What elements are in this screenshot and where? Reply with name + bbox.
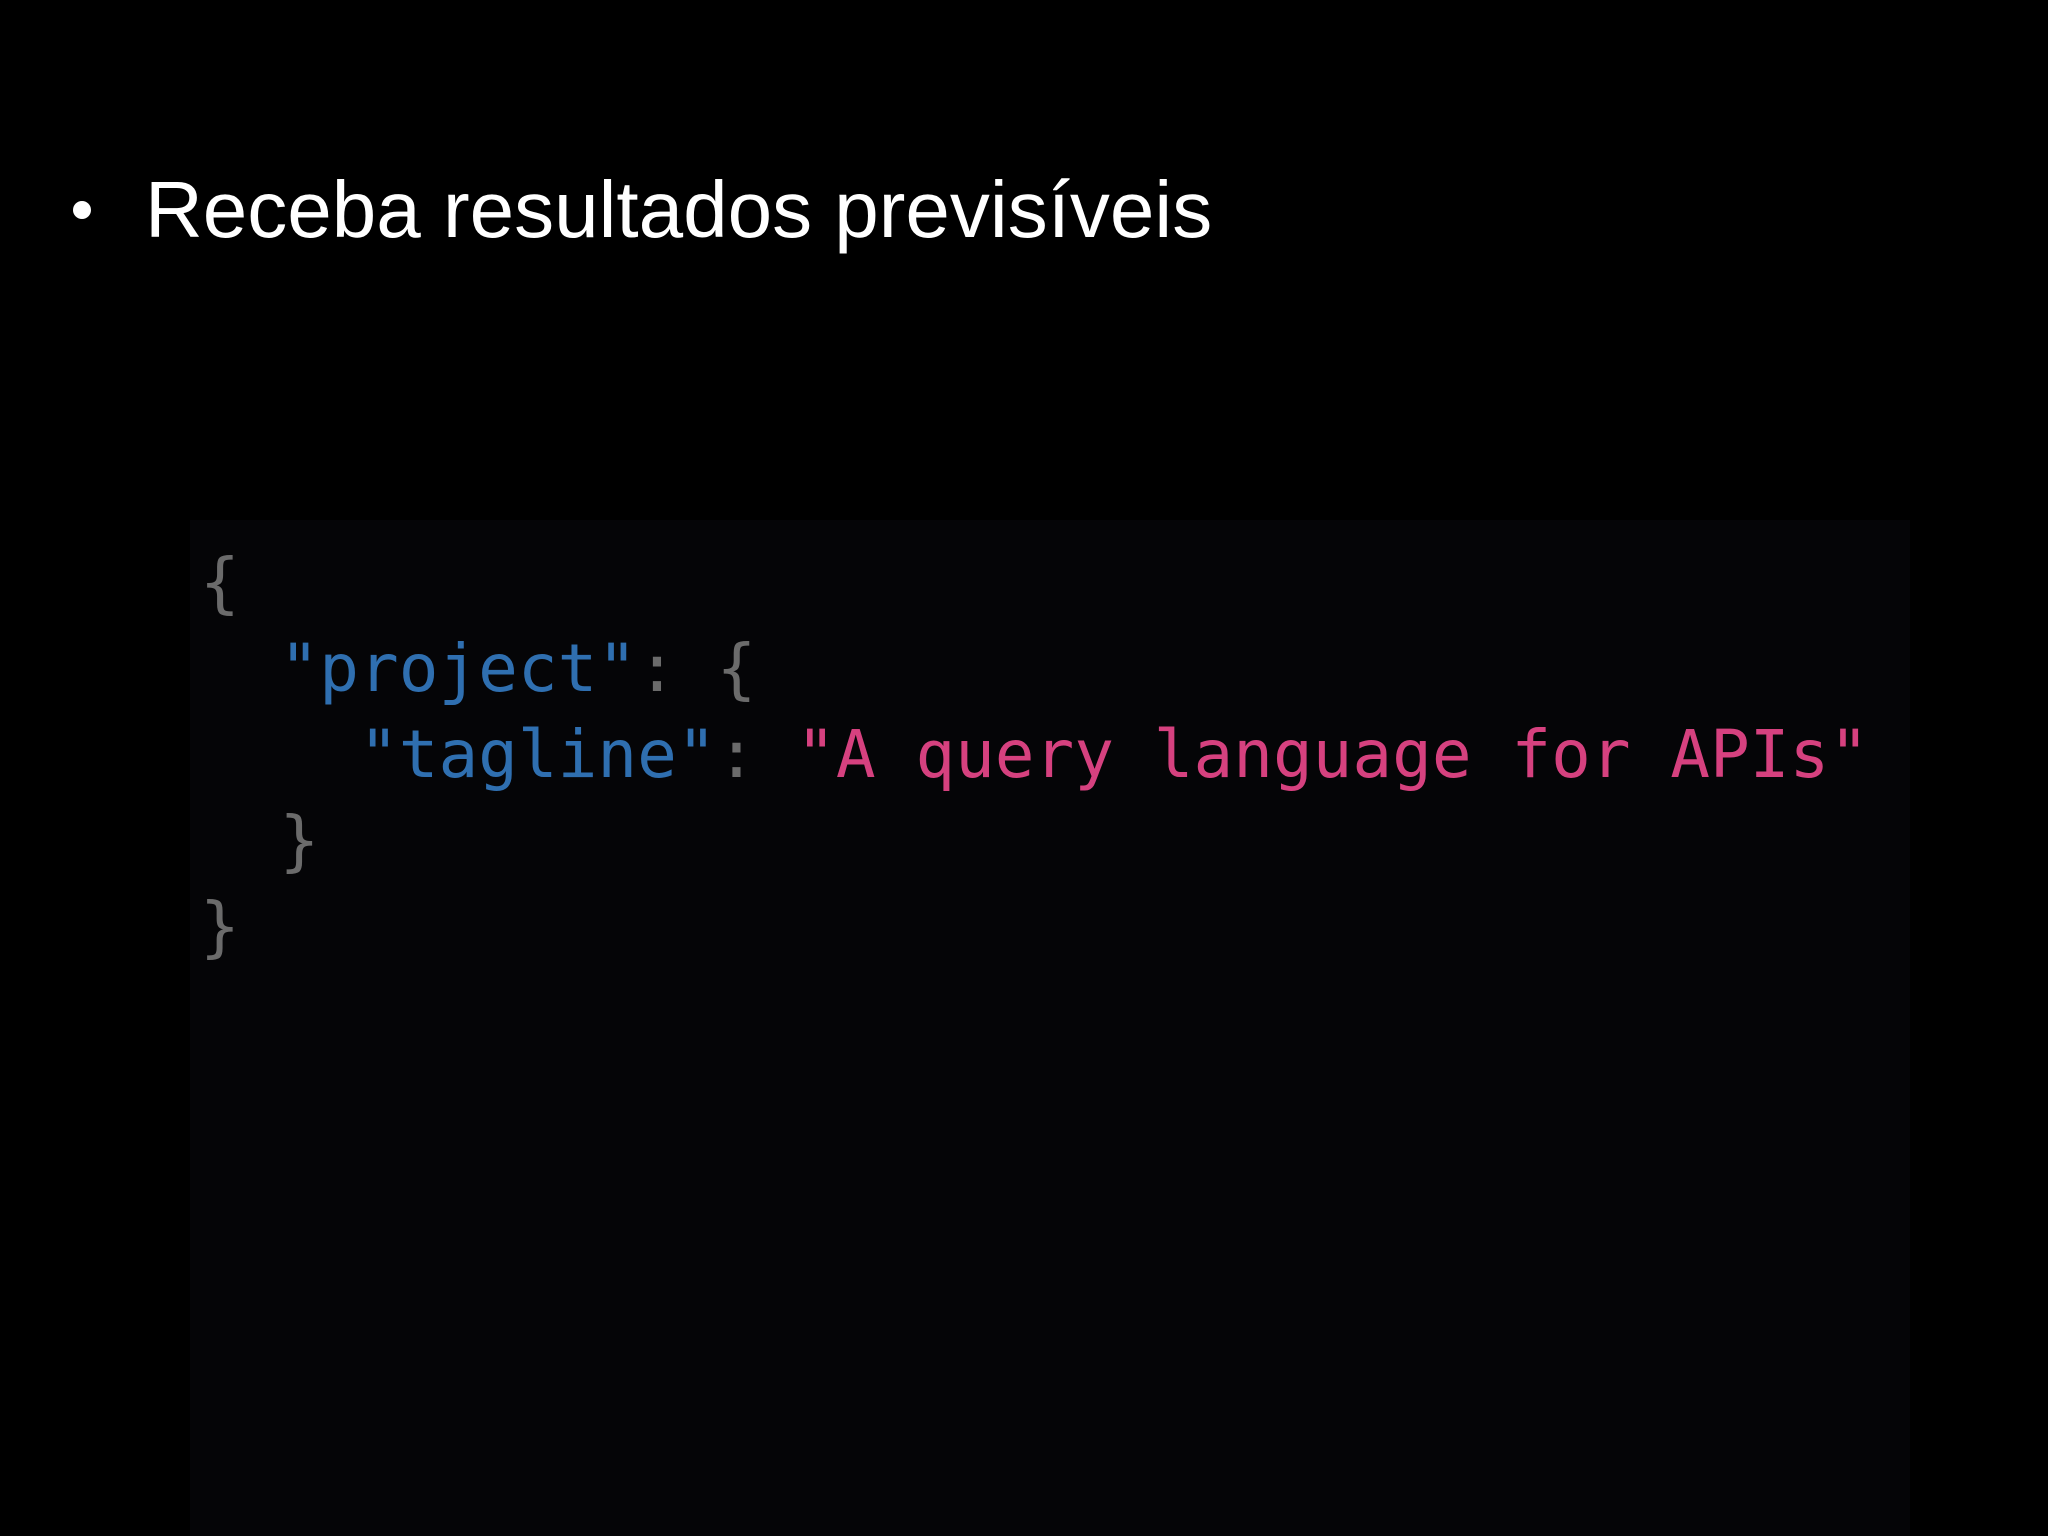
bullet-text: Receba resultados previsíveis — [145, 165, 1213, 254]
open-brace: { — [200, 544, 240, 621]
project-key: project — [319, 630, 598, 707]
project-key-close-quote: " — [597, 630, 638, 707]
code-panel — [190, 520, 1910, 1536]
code-line-2: "project": { — [200, 626, 1869, 712]
project-key-open-quote: " — [279, 630, 320, 707]
code-line-5: } — [200, 884, 1869, 970]
code-line-1: { — [200, 540, 1869, 626]
tagline-key-close-quote: " — [676, 716, 717, 793]
tagline-key-open-quote: " — [358, 716, 399, 793]
outer-close-brace: } — [200, 888, 240, 965]
code-line-4: } — [200, 798, 1869, 884]
tagline-value-open-quote: " — [796, 716, 836, 793]
project-open-brace: { — [716, 630, 757, 707]
code-block: { "project": { "tagline": "A query langu… — [200, 540, 1869, 970]
tagline-value: A query language for APIs — [835, 716, 1830, 793]
project-colon: : — [637, 630, 677, 707]
tagline-colon: : — [716, 716, 757, 793]
bullet-icon — [73, 201, 91, 219]
tagline-key: tagline — [398, 716, 677, 793]
inner-close-brace: } — [279, 802, 320, 879]
code-line-3: "tagline": "A query language for APIs" — [200, 712, 1869, 798]
bullet-item: Receba resultados previsíveis — [68, 160, 1212, 260]
tagline-value-close-quote: " — [1829, 716, 1869, 793]
